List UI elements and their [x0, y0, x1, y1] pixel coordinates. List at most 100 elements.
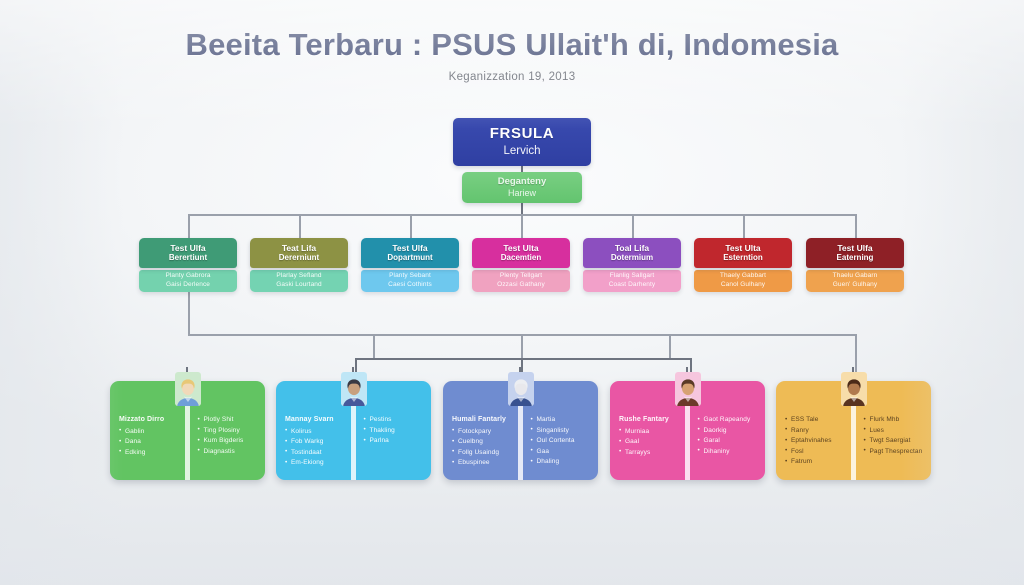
connector-drop-dept-3 [410, 214, 412, 238]
department-detail-line2: Coast Darhenty [608, 281, 656, 288]
list-item: Garal [698, 436, 759, 447]
person-right-list: MartiaSinganlistyOul CortentaGaaDhaling [531, 415, 592, 468]
department-title-line2: Dotermium [610, 253, 654, 263]
list-item: Dhaling [531, 457, 592, 468]
list-item: ESS Tale [785, 415, 847, 426]
list-item: Kolirus [285, 426, 347, 438]
connector-drop-dept-5 [632, 214, 634, 238]
list-item: Pestins [364, 415, 425, 426]
list-item: Martia [531, 415, 592, 426]
avatar-person-3-icon [507, 372, 534, 406]
person-right-list: Plotly ShitTing PlosinyKum BigderisDiagn… [198, 415, 259, 457]
list-item: Dana [119, 437, 181, 448]
person-name: Mannay Svarn [285, 416, 334, 423]
root-subtitle: Lervich [503, 145, 541, 158]
department-title-line2: Dererniunt [278, 253, 320, 263]
department-detail-line2: Ozzasi Gathany [497, 281, 545, 288]
list-item: Edking [119, 447, 181, 459]
list-item: Tostindaat [285, 447, 347, 459]
list-item: Singanlisty [531, 425, 592, 437]
department-detail-line1: Planty Gabrora [165, 272, 211, 280]
person-card-3[interactable]: Humali FantarlyFotockparyCuelbngFollg Us… [443, 372, 598, 480]
person-card-5[interactable]: ESS TaleRanryEptahvinahesFoslFatrum Flurk… [776, 372, 931, 480]
chart-header: Beeita Terbaru : PSUS Ullait'h di, Indom… [0, 27, 1024, 84]
list-item: Flurk Mhb [864, 415, 925, 426]
list-item: Daorkig [698, 425, 759, 437]
department-detail-line2: Gaski Lourtand [276, 281, 322, 288]
connector-drop-dept-4 [521, 214, 523, 238]
department-detail-line1: Plarlay Sefland [276, 272, 322, 280]
person-left-list: FotockparyCuelbngFollg UsaindgEbuspinee [452, 426, 514, 469]
list-item: Fatrum [785, 457, 847, 468]
person-right-list: PestinsThaklingParlna [364, 415, 425, 447]
person-left-list: ESS TaleRanryEptahvinahesFoslFatrum [785, 415, 847, 468]
person-name: Mizzato Dirro [119, 416, 165, 423]
department-title-line1: Teat Lifa [281, 243, 317, 254]
list-item: Pagt Thesprectan [864, 446, 925, 458]
person-card-2[interactable]: Mannay SvarnKolirusFob WarkgTostindaatEm… [276, 372, 431, 480]
department-detail-line2: Gaisi Derlence [165, 281, 211, 288]
page-subtitle: Keganizzation 19, 2013 [448, 71, 576, 84]
department-title-line2: Eaterning [836, 253, 874, 263]
list-item: Gaot Rapeandy [698, 415, 759, 426]
deputy-title: Deganteny [497, 175, 547, 187]
person-left-list: GablinDanaEdking [119, 426, 181, 459]
avatar-person-5-icon [840, 372, 867, 406]
avatar-person-2-icon [340, 372, 367, 406]
person-right-list: Gaot RapeandyDaorkigGaralDihaniny [698, 415, 759, 457]
person-left-list: KolirusFob WarkgTostindaatEm-Ekiong [285, 426, 347, 469]
deputy-subtitle: Hariew [507, 187, 536, 198]
list-item: Ranry [785, 425, 847, 437]
person-name: Rushe Fantary [619, 416, 669, 423]
department-title-line1: Test Ulta [725, 243, 761, 254]
avatar-person-4-icon [674, 372, 701, 406]
list-item: Gaal [619, 437, 681, 448]
node-root[interactable]: FRSULA Lervich [453, 118, 591, 166]
list-item: Ting Plosiny [198, 425, 259, 437]
list-item: Em-Ekiong [285, 458, 347, 469]
department-detail-line2: Caesi Cothints [388, 281, 432, 288]
person-card-4[interactable]: Rushe FantaryMurniaaGaalTarrayysGaot Rap… [610, 372, 765, 480]
department-detail-line1: Flanlig Sallgart [609, 272, 655, 280]
list-item: Plotly Shit [198, 415, 259, 426]
list-item: Follg Usaindg [452, 447, 514, 459]
department-title-line2: Esterntion [723, 253, 763, 263]
connector-bus-mid-left [373, 334, 375, 358]
department-title-line1: Test Ulta [503, 243, 539, 254]
node-deputy[interactable]: Deganteny Hariew [462, 172, 582, 203]
list-item: Gaa [531, 446, 592, 458]
list-item: Oul Cortenta [531, 436, 592, 447]
list-item: Kum Bigderis [198, 436, 259, 447]
department-title-line2: Berertiunt [168, 253, 208, 263]
avatar-person-1-icon [174, 372, 201, 406]
list-item: Fosl [785, 446, 847, 458]
person-card-1[interactable]: Mizzato DirroGablinDanaEdking Plotly Shit… [110, 372, 265, 480]
department-detail-line1: Plenty Tellgart [499, 272, 543, 280]
department-title-line1: Toal Lifa [614, 243, 650, 254]
page-title: Beeita Terbaru : PSUS Ullait'h di, Indom… [185, 27, 839, 62]
department-title-line1: Test Ulfa [170, 243, 206, 254]
department-detail-line2: Guen' Gulhany [832, 281, 878, 288]
connector-drop-dept-6 [743, 214, 745, 238]
list-item: Fob Warkg [285, 437, 347, 448]
list-item: Ebuspinee [452, 458, 514, 469]
